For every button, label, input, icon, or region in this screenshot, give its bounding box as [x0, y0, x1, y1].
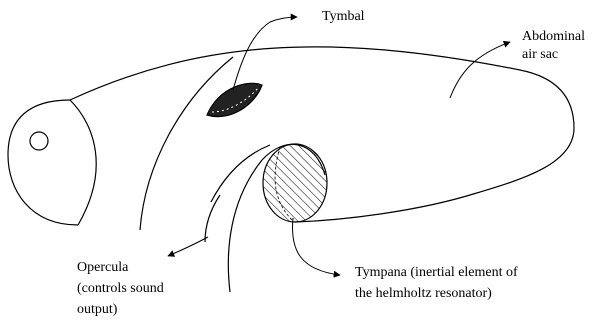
head-body-boundary [70, 100, 96, 225]
abdominal-arrow [450, 42, 510, 98]
tymbal [207, 83, 262, 116]
label-abdominal-1: Abdominal [522, 29, 585, 44]
label-abdominal-2: air sac [522, 47, 558, 62]
opercula-edge [211, 145, 270, 202]
label-tympana-1: Tympana (inertial element of [355, 265, 518, 280]
tympana-arrow [293, 218, 340, 275]
opercula-flap [205, 195, 220, 242]
eye [30, 132, 48, 150]
label-tymbal: Tymbal [322, 9, 365, 24]
label-opercula-2: (controls sound [77, 281, 164, 296]
opercula-arrow [168, 237, 208, 256]
label-opercula-1: Opercula [77, 260, 129, 275]
label-tympana-2: the helmholtz resonator) [355, 286, 492, 301]
tymbal-arrow [233, 17, 297, 90]
tympana [263, 144, 327, 222]
body-inner-curve [140, 57, 233, 230]
label-opercula-3: output) [77, 302, 118, 317]
head-outline [8, 100, 78, 225]
